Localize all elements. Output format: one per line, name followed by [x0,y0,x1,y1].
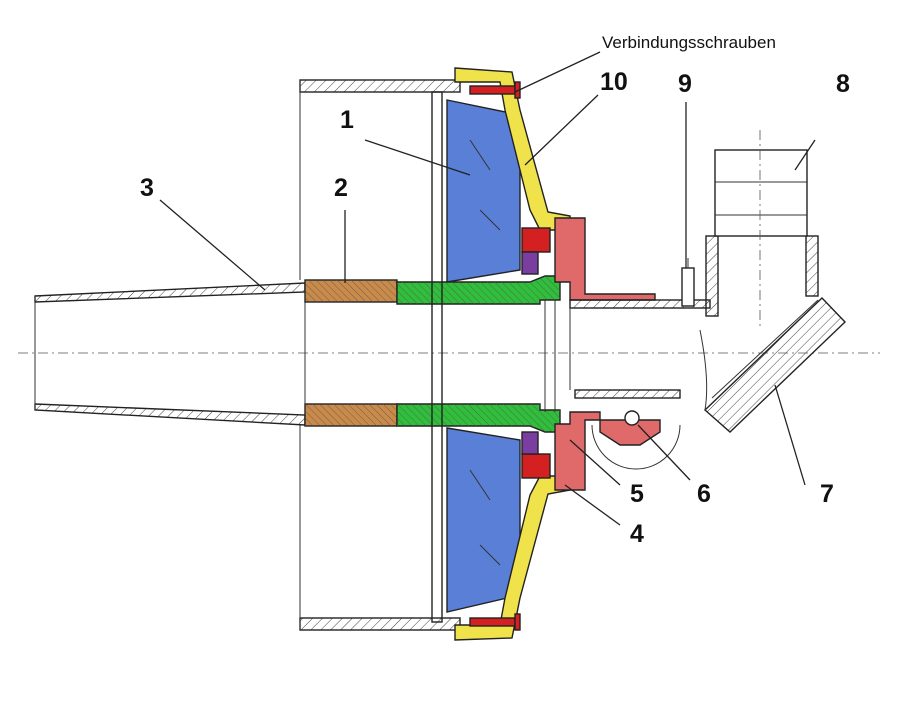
locking-screw [681,258,695,307]
callout-3: 3 [140,174,154,202]
tube-wall-top [299,79,461,93]
adapter-ring-bottom-hatch [305,404,397,426]
leader-4 [564,484,621,526]
callout-1: 1 [340,106,354,134]
leader-8 [794,139,816,171]
holder-wall-right [805,235,819,297]
leader-lines [159,51,816,526]
leader-7 [774,384,806,486]
diagonal-tube-bottom [574,389,681,399]
callout-5: 5 [630,480,644,508]
green-sleeve-top-hatch [397,276,560,304]
callout-7: 7 [820,480,834,508]
lens-top-half [446,99,521,283]
cone-part [34,282,306,426]
flange-bottom [554,411,601,491]
leader-1 [364,139,471,176]
knob-screw [624,410,640,426]
callout-6: 6 [697,480,711,508]
green-sleeve [396,275,561,433]
callout-2: 2 [334,174,348,202]
diagonal-mirror [699,297,846,433]
adapter-ring [304,279,398,427]
lens-reflection-2 [479,209,501,231]
leader-5 [569,439,621,486]
clamp-screw-bottom [521,453,551,479]
mirror-housing [703,297,846,433]
cone-wall-bottom [34,403,306,426]
diagonal-tube [544,299,711,412]
lens-reflection-1 [469,139,491,171]
callout-9: 9 [678,70,692,98]
leader-3 [159,199,266,291]
housing-curve [699,329,708,411]
clamp-screws [521,227,551,479]
lens-reflection-3 [469,469,491,501]
green-sleeve-bottom-hatch [397,404,560,432]
adapter-ring-top-hatch [305,280,397,302]
screw-head-bottom [514,613,521,631]
flange-top [554,217,656,301]
eyepiece-body [714,149,808,237]
red-flange [554,217,661,491]
tube-wall-bottom [299,617,461,631]
eyepiece-holder [705,130,819,330]
callout-4: 4 [630,520,644,548]
screw-top [469,85,516,95]
leader-verbindungsschrauben [514,51,601,93]
callout-8: 8 [836,70,850,98]
mirror-surface [711,299,819,399]
label-verbindungsschrauben: Verbindungsschrauben [602,33,776,52]
lens-reflection-4 [479,544,501,566]
knob-sweep [591,424,681,470]
leader-6 [637,424,691,481]
cone-wall-top [34,282,306,303]
leader-10 [524,94,599,166]
telescope-tube [299,79,461,631]
connecting-screws [469,81,521,631]
screw-bottom [469,617,516,627]
spacer-top [521,251,539,275]
spacer-bottom [521,431,539,455]
clamp-screw-top [521,227,551,253]
locking-screw-body [681,267,695,307]
lens-cell [431,91,521,623]
callout-10: 10 [600,68,628,96]
holder-wall-left [705,235,719,317]
flange-clamp [599,419,661,446]
adjust-knob [591,410,681,470]
lens-cell-frame [431,91,443,623]
